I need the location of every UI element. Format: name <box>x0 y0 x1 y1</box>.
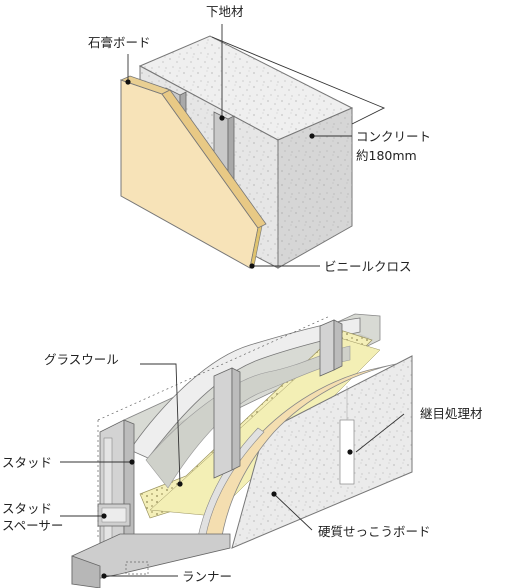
hard-board-leader <box>273 493 313 531</box>
stud-marker <box>129 459 135 465</box>
glasswool-marker <box>177 481 183 487</box>
label-stud: スタッド <box>2 455 52 470</box>
label-joint-treatment: 継目処理材 <box>420 406 483 421</box>
label-hard-gypsum-board: 硬質せっこうボード <box>318 524 431 539</box>
hard-board-marker <box>271 491 277 497</box>
concrete-marker <box>309 133 315 139</box>
joint-leader <box>355 413 405 453</box>
glasswool-leader <box>140 363 181 485</box>
runner-marker <box>101 573 107 579</box>
joint-marker <box>347 449 353 455</box>
label-concrete-thickness: 約180mm <box>356 148 417 163</box>
label-stud-spacer-line2: スペーサー <box>2 518 63 533</box>
label-concrete: コンクリート <box>356 129 431 144</box>
steel-studs <box>99 319 343 573</box>
vinyl-marker <box>249 263 255 269</box>
runner-rail <box>71 533 231 588</box>
bottom-section-partition-wall: グラスウール 継目処理材 スタッド スタッド スペーサー ランナー 硬質せっこう… <box>2 313 483 588</box>
gypsum-board <box>119 75 267 269</box>
label-glasswool: グラスウール <box>44 352 119 367</box>
stud-spacer <box>97 503 131 527</box>
spacer-marker <box>101 513 107 519</box>
hard-gypsum-board <box>195 355 413 549</box>
label-vinyl-cloth: ビニールクロス <box>324 259 412 274</box>
gypsum-marker <box>125 79 131 85</box>
label-gypsum-board: 石膏ボード <box>88 35 151 50</box>
label-stud-spacer-line1: スタッド <box>2 501 52 516</box>
label-runner: ランナー <box>182 569 232 584</box>
shitaji-marker <box>219 115 225 121</box>
label-shitaji: 下地材 <box>206 4 244 19</box>
top-section-concrete-wall: 下地材 石膏ボード コンクリート 約180mm ビニールクロス <box>88 4 431 274</box>
